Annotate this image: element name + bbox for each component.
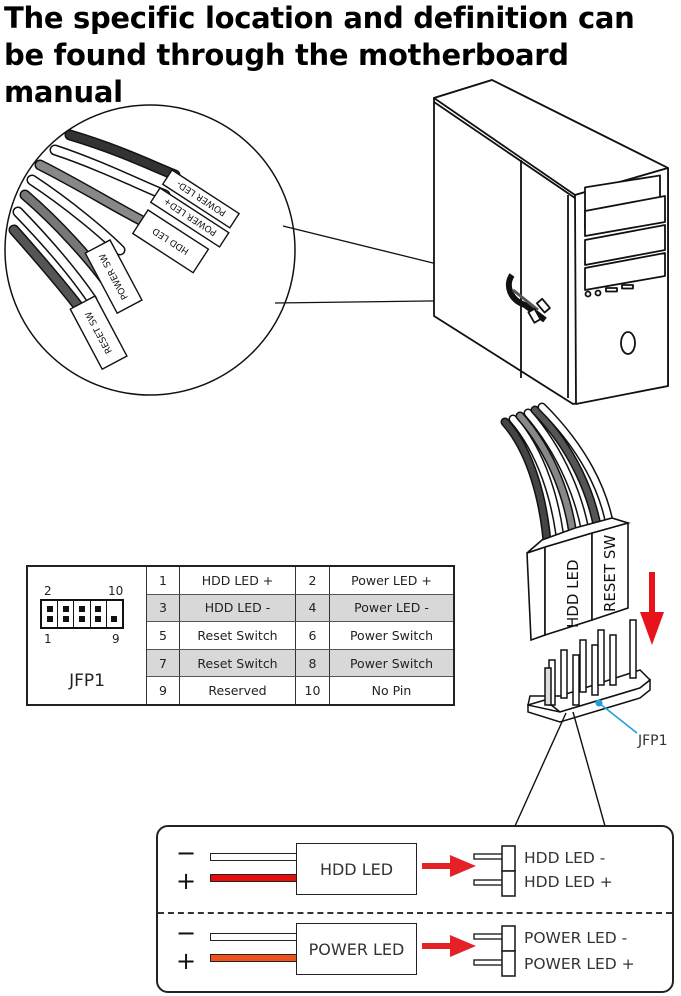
connector-label: RESET SW xyxy=(601,535,619,612)
pin-number: 10 xyxy=(296,677,330,704)
positive-wire xyxy=(210,874,298,882)
pin-number: 4 xyxy=(296,594,330,622)
minus-sign: − xyxy=(176,919,197,947)
header-pins-icon xyxy=(473,925,516,977)
pin-function: Power Switch xyxy=(349,627,434,643)
section-divider xyxy=(158,912,672,914)
page-title: The specific location and definition can… xyxy=(4,1,635,109)
pin-number: 7 xyxy=(147,649,180,677)
pin-function: HDD LED - xyxy=(180,594,296,622)
connector-label: HDD LED xyxy=(564,559,582,628)
negative-wire xyxy=(210,933,298,941)
pin-function: Power LED + xyxy=(351,572,432,588)
pin-number-label: 9 xyxy=(112,632,120,646)
power-led-connector: POWER LED xyxy=(296,923,417,975)
arrow-right-icon xyxy=(422,855,476,877)
pin-number-label: 2 xyxy=(44,584,52,598)
pin-number: 6 xyxy=(296,622,330,649)
header-pin-box xyxy=(40,599,124,629)
minus-sign: − xyxy=(176,839,197,867)
pin-number: 1 xyxy=(147,567,180,594)
pc-case xyxy=(433,79,669,405)
pin-number: 2 xyxy=(296,567,330,594)
pin-function: Reset Switch xyxy=(180,622,296,649)
pin-function: HDD LED + xyxy=(180,567,296,594)
pin-number: 8 xyxy=(296,649,330,677)
header-pins-icon xyxy=(473,845,516,897)
pin-label: HDD LED - xyxy=(524,849,606,867)
plus-sign: + xyxy=(176,867,197,895)
pin-function: No Pin xyxy=(371,683,412,699)
pin-number-label: 10 xyxy=(108,584,124,598)
pin-label: POWER LED + xyxy=(524,955,635,973)
jfp1-callout-label: JFP1 xyxy=(638,733,668,749)
pin-function: Power Switch xyxy=(349,655,434,671)
positive-wire xyxy=(210,954,298,962)
negative-wire xyxy=(210,853,298,861)
wiring-panel: − + HDD LED HDD LED - HDD LED + − + POWE… xyxy=(156,825,674,993)
pin-number: 5 xyxy=(147,622,180,649)
pin-number: 9 xyxy=(147,677,180,704)
header-pinout-diagram: 2 10 1 9 JFP1 xyxy=(28,567,147,704)
pin-function: Reset Switch xyxy=(180,649,296,677)
pin-label: HDD LED + xyxy=(524,873,613,891)
jfp1-callout-line xyxy=(598,702,638,734)
pin-function: Power LED - xyxy=(354,600,429,616)
pin-number-label: 1 xyxy=(44,632,52,646)
pin-function: Reserved xyxy=(180,677,296,704)
plus-sign: + xyxy=(176,947,197,975)
magnified-callout: POWER LED- POWER LED+ HDD LED POWER SW R… xyxy=(4,104,511,396)
arrow-right-icon xyxy=(422,935,476,957)
pin-number: 3 xyxy=(147,594,180,622)
pin-label: POWER LED - xyxy=(524,929,628,947)
insert-arrow-icon xyxy=(640,572,664,645)
header-name: JFP1 xyxy=(69,671,105,691)
jfp1-header xyxy=(526,619,652,723)
hdd-led-connector: HDD LED xyxy=(296,843,417,895)
